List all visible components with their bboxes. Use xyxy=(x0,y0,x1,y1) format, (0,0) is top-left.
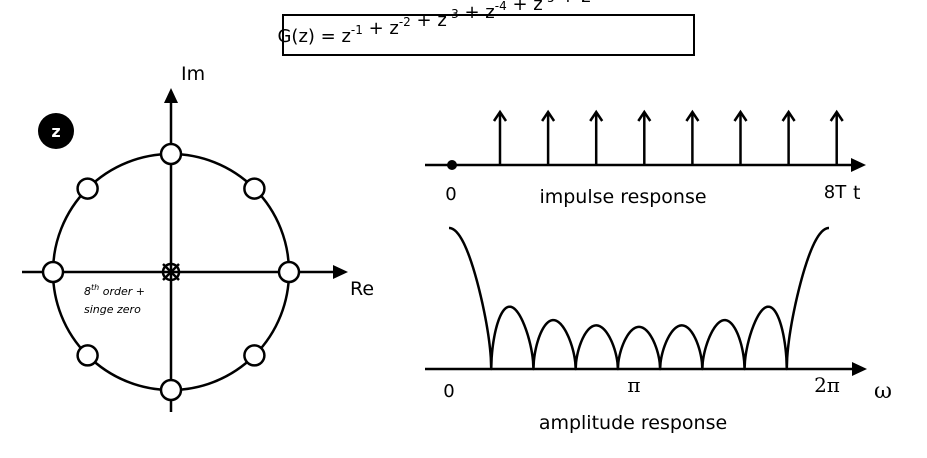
equation-term-exponent: -4 xyxy=(495,0,507,13)
frequency-origin-label: 0 xyxy=(443,381,454,402)
equation-term-base: z xyxy=(533,0,542,15)
pole-zero-plot: z Im Re 8th order + singe zero xyxy=(22,63,374,412)
unit-circle-zero-marker xyxy=(159,378,183,402)
frequency-2pi-label: 2π xyxy=(814,373,840,397)
equation-operator: + xyxy=(363,18,390,39)
origin-pole-and-zero xyxy=(161,262,181,282)
impulse-response-title: impulse response xyxy=(539,186,706,208)
unit-circle-zero-marker xyxy=(41,260,65,284)
impulse-arrow xyxy=(589,109,604,165)
order-annotation-line1: 8th order + xyxy=(84,283,145,298)
impulse-arrow xyxy=(637,109,652,165)
transfer-function-equation: G(z) = z-1 + z-2 + z-3 + z-4 + z-5 + z-6… xyxy=(277,0,698,47)
svg-text:z: z xyxy=(51,122,60,141)
amplitude-response-plot: 0 π 2π ω amplitude response xyxy=(425,226,892,434)
impulse-end-label: 8T xyxy=(824,182,847,203)
order-annotation-line2: singe zero xyxy=(84,303,141,316)
amplitude-response-title: amplitude response xyxy=(539,412,727,434)
impulse-arrow xyxy=(829,109,844,165)
impulse-arrow xyxy=(492,109,508,165)
amplitude-curve xyxy=(448,226,830,371)
impulse-arrow xyxy=(685,109,700,165)
equation-box: G(z) = z-1 + z-2 + z-3 + z-4 + z-5 + z-6… xyxy=(277,0,698,56)
unit-circle-zero-marker xyxy=(76,177,99,200)
real-axis-arrowhead xyxy=(333,265,348,279)
equation-operator: + xyxy=(411,10,438,31)
origin-zero-marker xyxy=(161,262,181,282)
equation-term-base: z xyxy=(341,26,350,47)
impulse-arrows xyxy=(492,109,844,165)
frequency-pi-label: π xyxy=(627,373,640,397)
time-axis-label: t xyxy=(853,182,860,204)
equation-lhs: G(z) = xyxy=(277,26,341,47)
unit-circle-zero-marker xyxy=(76,344,99,367)
equation-term-base: z xyxy=(437,10,446,31)
impulse-origin-label: 0 xyxy=(445,184,456,205)
equation-term-base: z xyxy=(581,0,590,7)
equation-term-exponent: -5 xyxy=(543,0,555,5)
equation-operator: + xyxy=(555,0,582,7)
impulse-origin-dot xyxy=(447,160,457,170)
equation-frame xyxy=(282,14,695,56)
equation-term-base: z xyxy=(389,18,398,39)
zeros-group xyxy=(41,142,301,402)
equation-term-exponent: -2 xyxy=(399,15,411,29)
impulse-arrow xyxy=(733,109,748,165)
equation-term-base: z xyxy=(485,2,494,23)
unit-circle-zero-marker xyxy=(159,142,183,166)
unit-circle-zero-marker xyxy=(277,260,301,284)
impulse-arrow xyxy=(541,109,556,165)
z-plane-badge: z xyxy=(38,113,74,149)
equation-term-exponent: -3 xyxy=(447,7,459,21)
equation-operator: + xyxy=(459,2,486,23)
equation-term-exponent: -1 xyxy=(351,23,363,37)
imaginary-axis-arrowhead xyxy=(164,88,178,103)
real-axis-label: Re xyxy=(350,278,374,300)
equation-operator: + xyxy=(507,0,534,15)
frequency-axis-arrowhead xyxy=(852,362,867,376)
impulse-response-plot: 0 impulse response 8T t xyxy=(425,109,866,208)
time-axis-arrowhead xyxy=(851,158,866,172)
frequency-axis-label: ω xyxy=(874,379,892,404)
unit-circle-zero-marker xyxy=(243,177,266,200)
unit-circle-zero-marker xyxy=(243,344,266,367)
imaginary-axis-label: Im xyxy=(181,63,205,85)
impulse-arrow xyxy=(781,109,796,165)
